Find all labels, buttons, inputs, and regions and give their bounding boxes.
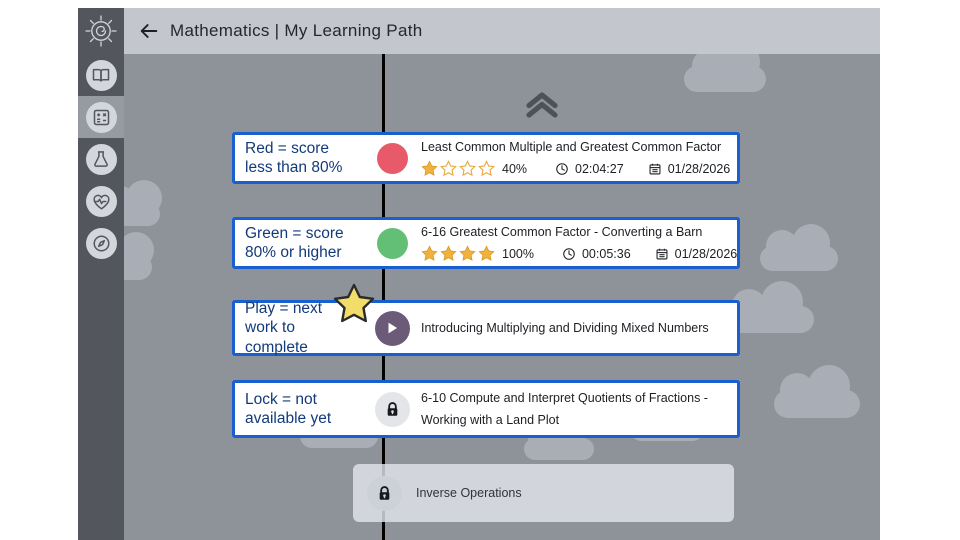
lesson-title-line-1: 6-10 Compute and Interpret Quotients of … bbox=[421, 391, 708, 406]
cloud-decoration bbox=[760, 224, 838, 271]
legend-line-1: Red = score bbox=[245, 139, 330, 157]
clock-icon bbox=[556, 162, 568, 175]
play-triangle-icon bbox=[388, 322, 397, 334]
lesson-title: Least Common Multiple and Greatest Commo… bbox=[421, 139, 722, 154]
learning-path-line bbox=[382, 54, 385, 540]
cloud-decoration bbox=[124, 180, 162, 226]
card-body: 6-10 Compute and Interpret Quotients of … bbox=[421, 383, 737, 435]
calendar-icon bbox=[656, 248, 668, 260]
lesson-title: Inverse Operations bbox=[416, 485, 522, 500]
badge-column[interactable] bbox=[363, 303, 421, 353]
learning-path-stage: Red = score less than 80% Least Common M… bbox=[124, 54, 880, 540]
date-value: 01/28/2026 bbox=[667, 161, 731, 176]
star-filled-icon bbox=[478, 245, 495, 262]
sidebar-item-mathematics[interactable] bbox=[78, 96, 124, 138]
star-rating bbox=[421, 160, 495, 177]
star-empty-icon bbox=[459, 160, 476, 177]
completion-date: 01/28/2026 bbox=[648, 161, 731, 176]
book-icon bbox=[85, 59, 117, 91]
badge-column bbox=[363, 220, 421, 266]
sidebar-item-explore[interactable] bbox=[78, 222, 124, 264]
padlock-glyph-icon bbox=[379, 485, 390, 500]
star-filled-icon bbox=[459, 245, 476, 262]
cloud-decoration bbox=[524, 419, 594, 460]
play-button-icon[interactable] bbox=[374, 310, 410, 346]
badge-column bbox=[363, 135, 421, 181]
time-spent: 02:04:27 bbox=[555, 162, 624, 176]
lock-icon bbox=[367, 475, 402, 511]
card-body: Least Common Multiple and Greatest Commo… bbox=[421, 135, 764, 181]
next-work-star-icon bbox=[333, 283, 375, 323]
star-empty-icon bbox=[440, 160, 457, 177]
time-spent: 00:05:36 bbox=[562, 247, 631, 261]
star-empty-icon bbox=[478, 160, 495, 177]
app-logo[interactable] bbox=[78, 8, 124, 54]
time-value: 00:05:36 bbox=[581, 246, 631, 261]
page-title: Mathematics | My Learning Path bbox=[170, 21, 423, 40]
score-dot-red-icon bbox=[376, 142, 408, 174]
lesson-title-line-2: Working with a Land Plot bbox=[421, 412, 560, 427]
sidebar-item-health[interactable] bbox=[78, 180, 124, 222]
score-percent: 40% bbox=[502, 161, 528, 176]
path-card-locked[interactable]: Lock = not available yet 6-10 Compute an… bbox=[232, 380, 740, 438]
star-filled-icon bbox=[421, 160, 438, 177]
completion-date: 01/28/2026 bbox=[655, 246, 738, 261]
math-calculator-icon bbox=[85, 101, 117, 133]
sidebar-item-library[interactable] bbox=[78, 54, 124, 96]
lock-icon bbox=[374, 391, 410, 427]
legend-line-1: Lock = not bbox=[245, 390, 317, 408]
legend-green: Green = score 80% or higher bbox=[235, 220, 363, 266]
legend-line-1: Play = next bbox=[245, 299, 323, 317]
back-arrow-icon[interactable] bbox=[138, 20, 160, 42]
legend-line-3: complete bbox=[245, 338, 308, 356]
path-card-play[interactable]: Play = next work to complete Introducing… bbox=[232, 300, 740, 356]
double-chevron-up-icon[interactable] bbox=[524, 92, 560, 118]
lesson-meta: 40% 02:04:27 01/ bbox=[421, 160, 754, 177]
sun-spiral-logo-icon bbox=[85, 15, 117, 47]
star-filled-icon bbox=[421, 245, 438, 262]
calendar-icon bbox=[649, 163, 661, 175]
score-percent: 100% bbox=[502, 246, 534, 261]
legend-line-2: work to bbox=[245, 319, 295, 337]
card-body: 6-16 Greatest Common Factor - Converting… bbox=[421, 220, 771, 266]
legend-play: Play = next work to complete bbox=[235, 299, 363, 356]
path-card-dimmed-locked[interactable]: Inverse Operations bbox=[353, 464, 734, 522]
science-flask-icon bbox=[85, 143, 117, 175]
cloud-decoration bbox=[124, 232, 154, 280]
time-value: 02:04:27 bbox=[575, 161, 624, 176]
legend-line-2: 80% or higher bbox=[245, 244, 342, 261]
lesson-title: Introducing Multiplying and Dividing Mix… bbox=[421, 320, 709, 335]
sidebar-item-science[interactable] bbox=[78, 138, 124, 180]
legend-red: Red = score less than 80% bbox=[235, 135, 363, 181]
padlock-glyph-icon bbox=[387, 401, 397, 416]
star-filled-icon bbox=[440, 245, 457, 262]
page-header: Mathematics | My Learning Path bbox=[124, 8, 880, 54]
legend-line-1: Green = score bbox=[245, 224, 344, 242]
path-card-green[interactable]: Green = score 80% or higher 6-16 Greates… bbox=[232, 217, 740, 269]
lesson-title: 6-16 Greatest Common Factor - Converting… bbox=[421, 224, 703, 239]
legend-lock: Lock = not available yet bbox=[235, 383, 363, 435]
star-rating bbox=[421, 245, 495, 262]
cloud-decoration bbox=[684, 54, 766, 92]
path-card-red[interactable]: Red = score less than 80% Least Common M… bbox=[232, 132, 740, 184]
score-dot-green-icon bbox=[376, 227, 408, 259]
legend-line-2: available yet bbox=[245, 410, 332, 427]
cloud-decoration bbox=[728, 281, 814, 333]
cloud-decoration bbox=[774, 365, 860, 418]
card-body: Introducing Multiplying and Dividing Mix… bbox=[421, 303, 737, 353]
date-value: 01/28/2026 bbox=[674, 246, 738, 261]
clock-icon bbox=[563, 247, 575, 260]
heart-pulse-icon bbox=[85, 185, 117, 217]
compass-icon bbox=[85, 227, 117, 259]
sidebar bbox=[78, 8, 124, 540]
badge-column bbox=[363, 383, 421, 435]
lesson-meta: 100% 00:05:36 01 bbox=[421, 245, 761, 262]
legend-line-2: less than 80% bbox=[245, 159, 343, 176]
